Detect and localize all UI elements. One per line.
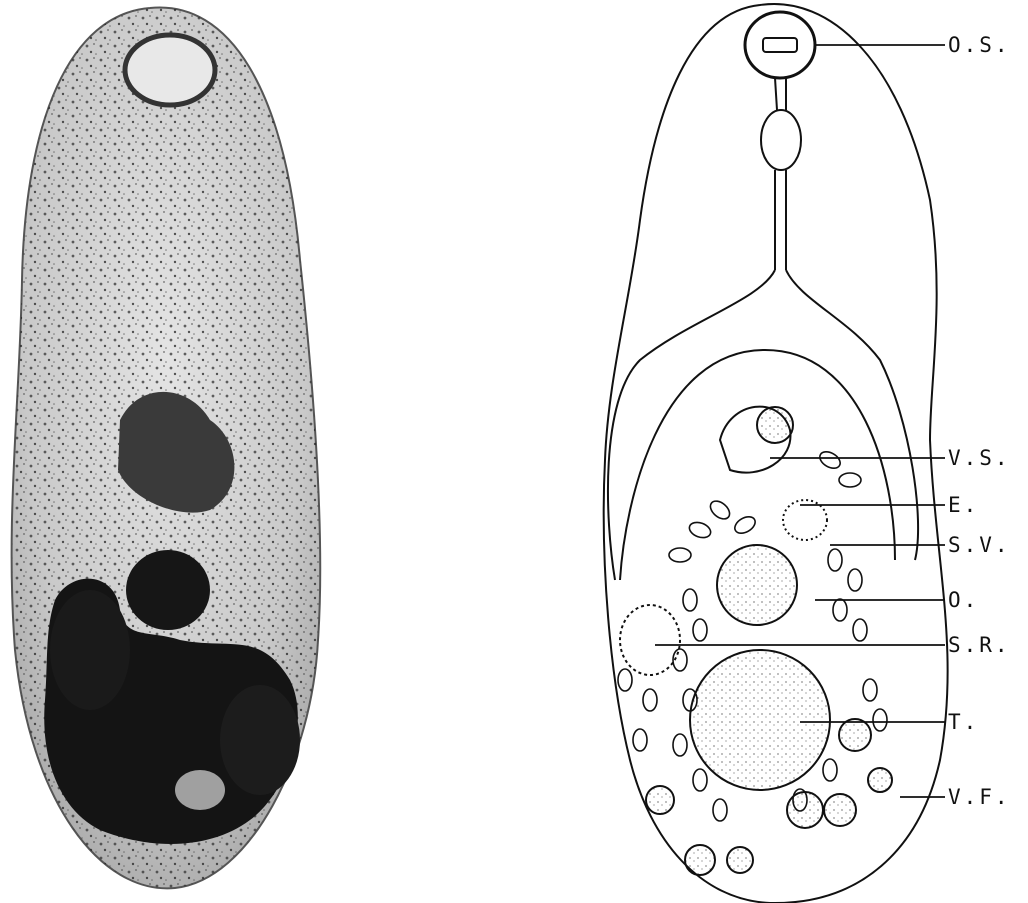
micrograph-photo	[12, 8, 321, 889]
label-sv: S.V.	[948, 535, 1011, 556]
micrograph-dark-mass	[126, 550, 210, 630]
oral-sucker	[745, 12, 815, 78]
label-o: O.	[948, 590, 979, 611]
label-vf: V.F.	[948, 787, 1011, 808]
seminal-receptacle	[620, 605, 680, 675]
pharynx	[761, 110, 801, 170]
ovary	[717, 545, 797, 625]
label-vs: V.S.	[948, 448, 1011, 469]
vitelline-follicles	[646, 407, 892, 875]
testis	[690, 650, 830, 790]
label-os: O.S.	[948, 35, 1011, 56]
label-t: T.	[948, 712, 979, 733]
seminal-vesicle	[783, 500, 827, 540]
label-sr: S.R.	[948, 635, 1011, 656]
label-e: E.	[948, 495, 979, 516]
micrograph-oral-sucker	[125, 35, 215, 105]
diagram-drawing	[604, 4, 948, 903]
